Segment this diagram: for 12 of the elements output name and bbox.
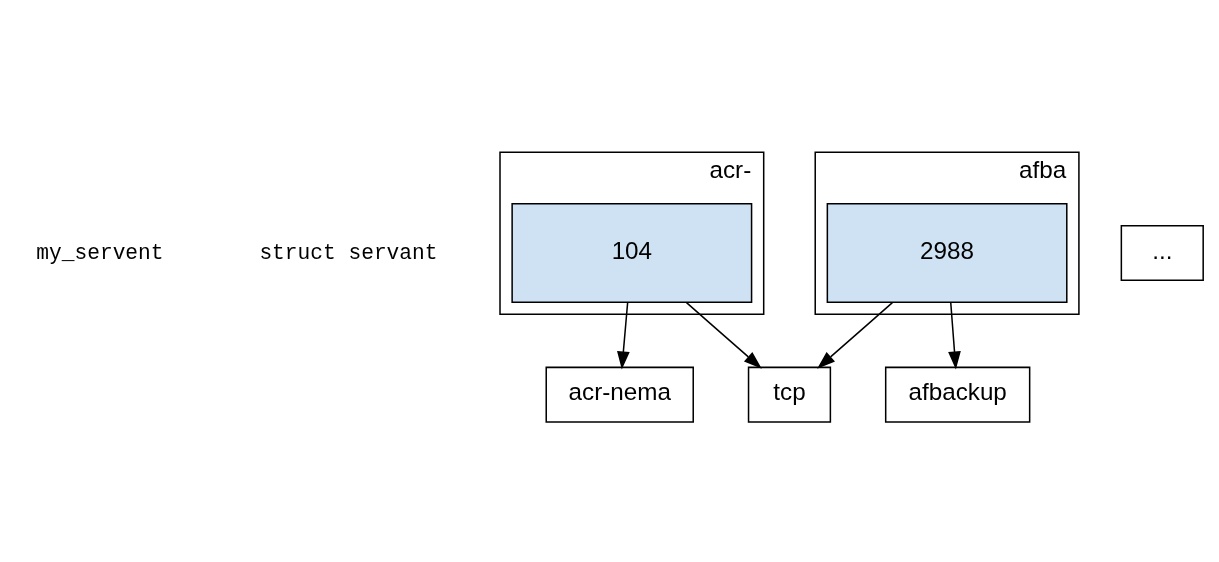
arrow xyxy=(948,301,961,370)
node-box: 104 xyxy=(511,202,753,303)
label: struct servant xyxy=(259,240,438,265)
arrow xyxy=(617,301,630,370)
node-box: afbackup xyxy=(884,366,1031,423)
arrow xyxy=(685,301,762,369)
node-box: 2988 xyxy=(826,202,1068,303)
label: my_servent xyxy=(36,240,164,265)
arrow xyxy=(817,301,894,369)
node-box: tcp xyxy=(747,366,832,423)
node-box: ... xyxy=(1120,224,1204,281)
node-box: acr-nema xyxy=(545,366,694,423)
